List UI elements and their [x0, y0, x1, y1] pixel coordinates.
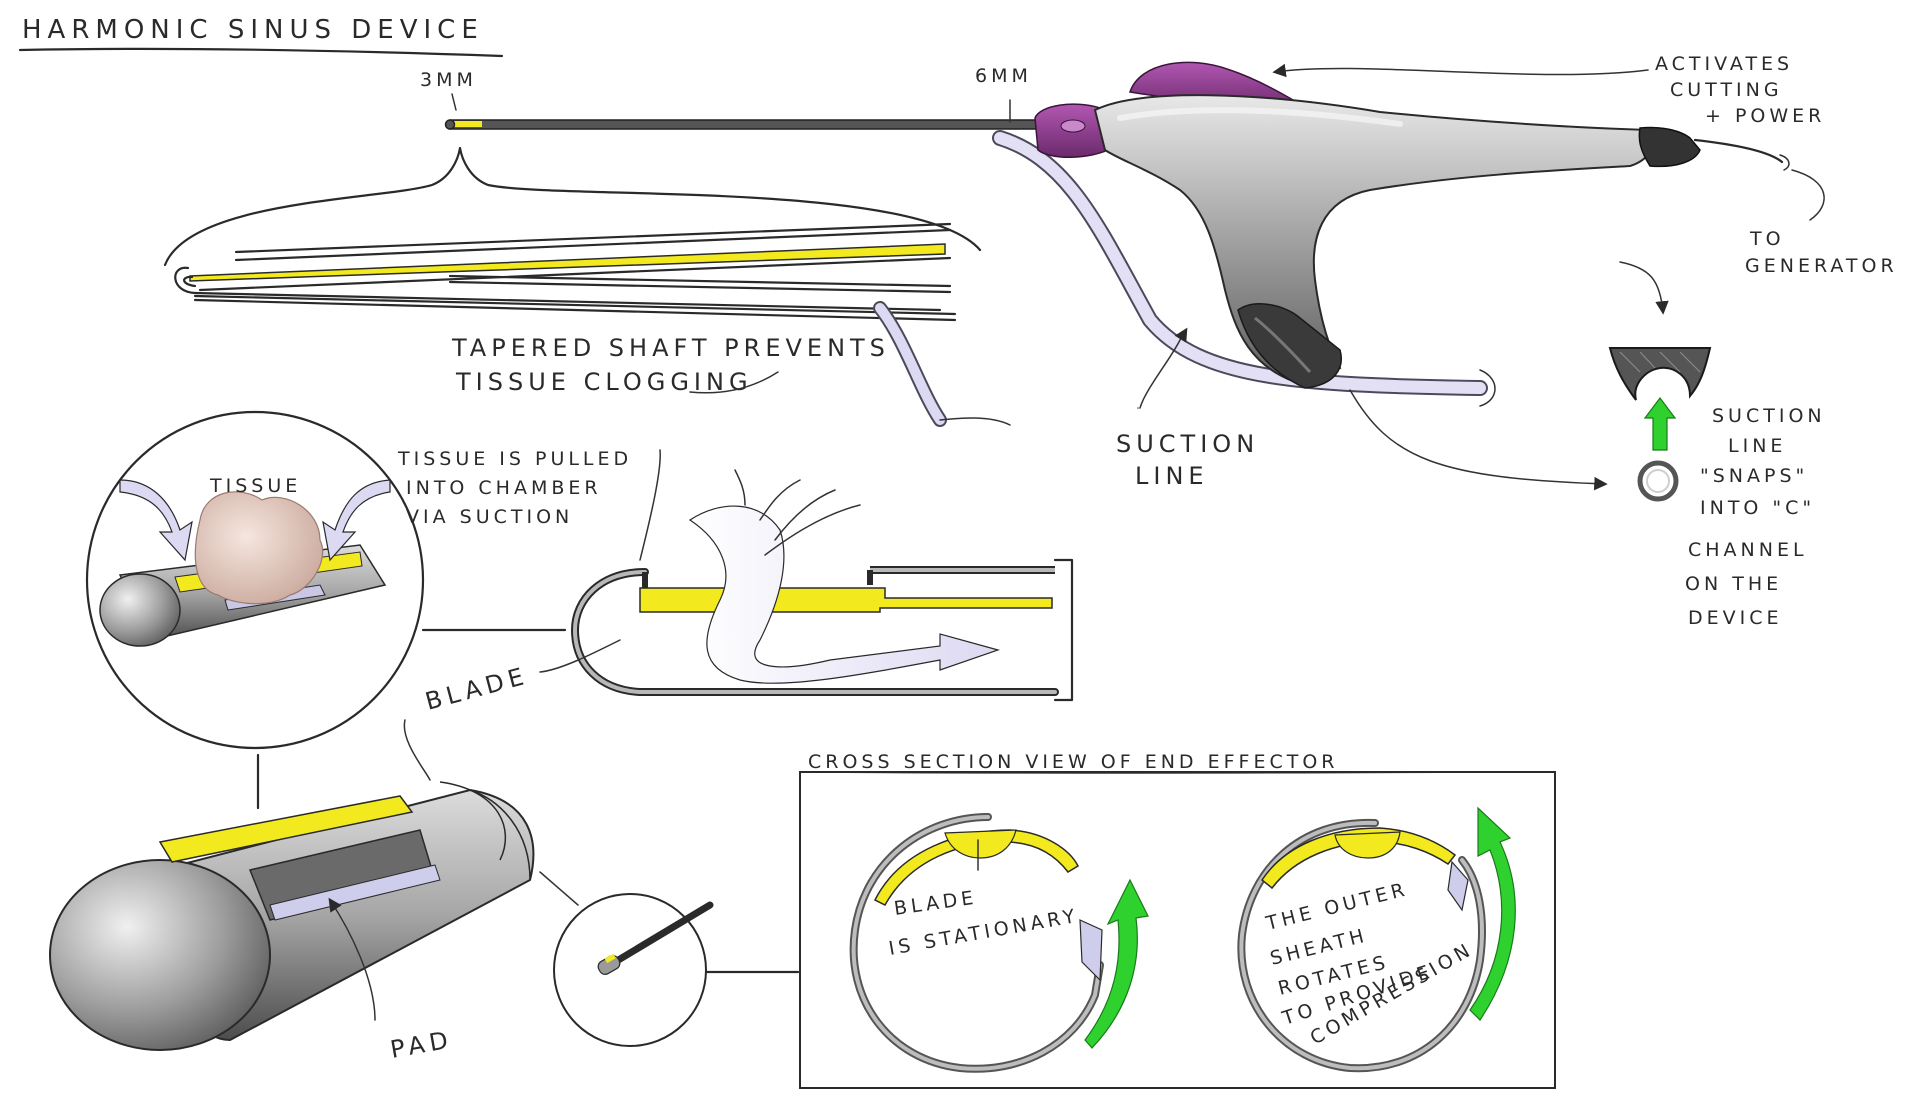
large-tip-view: PAD: [50, 720, 578, 1064]
cross-section-panel: CROSS SECTION VIEW OF END EFFECTOR BLADE…: [800, 751, 1555, 1088]
cross-section-title: CROSS SECTION VIEW OF END EFFECTOR: [808, 751, 1338, 773]
chamber-blade: [640, 588, 1052, 612]
stationary-label-1: BLADE: [893, 887, 979, 920]
rotating-sheath-diagram: THE OUTER SHEATH ROTATES TO PROVIDE COMP…: [1241, 808, 1515, 1068]
snap-label-7: DEVICE: [1688, 607, 1783, 629]
snap-label-6: ON THE: [1685, 573, 1782, 595]
pulled-label-1: TISSUE IS PULLED: [397, 448, 632, 470]
pad-label: PAD: [388, 1025, 455, 1063]
snap-label-2: LINE: [1728, 435, 1786, 457]
suction-chamber-section: TISSUE IS PULLED INTO CHAMBER VIA SUCTIO…: [397, 448, 1072, 716]
c-channel-section: [1610, 348, 1710, 400]
tapered-shaft-detail: TAPERED SHAFT PREVENTS TISSUE CLOGGING: [165, 148, 1010, 425]
generator-label-1: TO: [1749, 228, 1785, 250]
suction-line-label-2: LINE: [1135, 462, 1209, 490]
handle-rear-cap: [1639, 127, 1700, 166]
tip-size-label: 3MM: [420, 69, 477, 91]
snap-arrow: [1645, 398, 1675, 450]
tissue-zoom-circle: TISSUE: [87, 412, 423, 748]
tip-dome: [50, 860, 270, 1050]
snap-label-4: INTO "C": [1700, 497, 1815, 519]
activates-label-1: ACTIVATES: [1655, 53, 1793, 75]
tapered-label-1: TAPERED SHAFT PREVENTS: [451, 334, 890, 362]
generator-label-2: GENERATOR: [1745, 255, 1898, 277]
pulled-label-2: INTO CHAMBER: [406, 477, 602, 499]
c-channel-detail: SUCTION LINE "SNAPS" INTO "C" CHANNEL ON…: [1350, 262, 1826, 629]
small-tip-circle: [554, 894, 798, 1046]
stationary-blade-diagram: BLADE IS STATIONARY: [854, 817, 1148, 1069]
device-shaft: [450, 120, 1040, 129]
c-channel-leader-bottom: [1350, 390, 1605, 484]
snap-label-5: CHANNEL: [1688, 539, 1808, 561]
activates-label-2: CUTTING: [1670, 79, 1783, 101]
title-group: HARMONIC SINUS DEVICE: [20, 15, 502, 56]
activates-leader: [1275, 69, 1648, 75]
snap-label-1: SUCTION: [1712, 405, 1826, 427]
pulled-label-3: VIA SUCTION: [406, 506, 573, 528]
shaft-size-label: 6MM: [975, 65, 1032, 87]
page-title: HARMONIC SINUS DEVICE: [22, 15, 484, 45]
tissue-blob: [195, 492, 322, 604]
tissue-tag-label: TISSUE: [209, 475, 301, 497]
c-channel-leader-top: [1620, 262, 1663, 312]
blade-label: BLADE: [422, 661, 531, 715]
activates-label-3: + POWER: [1705, 105, 1825, 127]
title-underline: [20, 49, 502, 56]
snap-label-3: "SNAPS": [1700, 465, 1808, 487]
generator-cable: [1695, 140, 1782, 162]
rotates-label-1: THE OUTER: [1263, 878, 1411, 935]
suction-line-label-1: SUCTION: [1116, 430, 1259, 458]
tapered-label-2: TISSUE CLOGGING: [455, 368, 753, 396]
